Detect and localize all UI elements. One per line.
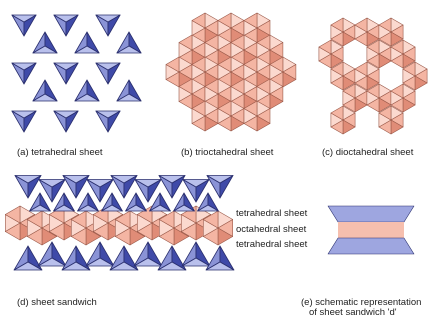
octahedron-facet	[330, 105, 344, 121]
caption-schematic-line2: of sheet sandwich 'd'	[309, 307, 397, 318]
tetrahedron-face	[74, 93, 100, 102]
octahedron-facet	[318, 39, 332, 55]
caption-dioctahedral-sheet: (c) dioctahedral sheet	[322, 147, 414, 158]
octahedron-facet	[378, 105, 392, 121]
octahedron-facet	[217, 12, 232, 29]
tetrahedron-face	[116, 45, 142, 54]
tetrahedron-face	[157, 261, 187, 271]
tetrahedron-face	[53, 110, 79, 119]
octahedron-facet	[203, 210, 219, 229]
tetrahedron-face	[85, 257, 115, 267]
tetrahedron-face	[11, 14, 37, 23]
octahedron-facet	[217, 100, 232, 117]
tetrahedron-face	[61, 261, 91, 271]
octahedron-facet	[217, 56, 232, 73]
caption-schematic-line1: (e) schematic representation	[301, 297, 422, 308]
tetrahedron-face	[53, 62, 79, 71]
octahedron-facet	[204, 34, 219, 51]
tetrahedron-face	[32, 93, 58, 102]
octahedron-facet	[366, 83, 380, 99]
octahedron-facet	[165, 56, 180, 73]
octahedron-facet	[402, 61, 416, 77]
octahedron-facet	[71, 210, 87, 229]
octahedron-facet	[354, 61, 368, 77]
tetrahedron-face	[77, 204, 99, 212]
octahedron-facet	[230, 78, 245, 95]
caption-tetrahedral-sheet: (a) tetrahedral sheet	[17, 147, 103, 158]
octahedron-facet	[191, 56, 206, 73]
tetrahedron-face	[125, 204, 147, 212]
octahedron-facet	[342, 83, 356, 99]
octahedron-facet	[5, 205, 21, 224]
sheet-sandwich-illustration	[5, 175, 235, 271]
caption-trioctahedral-sheet: (b) trioctahedral sheet	[181, 147, 274, 158]
tetrahedron-face	[182, 179, 210, 188]
octahedron-facet	[269, 56, 284, 73]
tetrahedron-face	[11, 62, 37, 71]
octahedron-facet	[115, 210, 131, 229]
schematic-top-tetrahedral-band	[327, 205, 415, 223]
octahedron-facet	[378, 17, 392, 33]
tetrahedron-face	[14, 175, 42, 184]
tetrahedron-face	[53, 204, 75, 212]
octahedron-facet	[204, 78, 219, 95]
tetrahedron-face	[109, 261, 139, 271]
octahedron-facet	[26, 210, 43, 229]
tetrahedron-face	[11, 110, 37, 119]
tetrahedron-face	[74, 45, 100, 54]
tetrahedron-face	[181, 257, 211, 267]
tetrahedron-face	[95, 110, 121, 119]
octahedron-facet	[243, 12, 258, 29]
octahedron-facet	[256, 78, 271, 95]
tetrahedron-face	[134, 179, 162, 188]
octahedron-facet	[178, 34, 193, 51]
tetrahedron-face	[116, 93, 142, 102]
tetrahedron-face	[205, 261, 235, 271]
caption-sheet-sandwich: (d) sheet sandwich	[17, 297, 97, 308]
tetrahedron-face	[95, 62, 121, 71]
octahedron-facet	[330, 17, 344, 33]
octahedron-facet	[191, 12, 206, 29]
tetrahedron-face	[173, 204, 195, 212]
octahedron-facet	[390, 39, 404, 55]
tetrahedron-face	[13, 261, 43, 271]
tetrahedron-face	[197, 204, 219, 212]
label-top-tetrahedral-sheet: tetrahedral sheet	[236, 208, 308, 219]
octahedron-facet	[191, 100, 206, 117]
schematic-octahedral-band	[338, 222, 404, 238]
tetrahedron-face	[29, 204, 51, 212]
octahedron-facet	[243, 100, 258, 117]
tetrahedron-face	[37, 257, 67, 267]
tetrahedron-face	[133, 257, 163, 267]
tetrahedron-face	[101, 204, 123, 212]
tetrahedron-face	[206, 175, 234, 184]
octahedron-facet	[178, 78, 193, 95]
octahedron-facet	[243, 56, 258, 73]
octahedron-facet	[354, 17, 368, 33]
tetrahedral-sheet-illustration	[11, 14, 142, 133]
octahedron-facet	[366, 39, 380, 55]
tetrahedron-face	[86, 179, 114, 188]
tetrahedron-face	[158, 175, 186, 184]
schematic-sandwich-illustration	[327, 205, 415, 255]
dioctahedral-sheet-illustration	[318, 17, 428, 135]
label-octahedral-sheet: octahedral sheet	[236, 224, 307, 235]
octahedron-facet	[159, 210, 175, 229]
tetrahedron-face	[38, 179, 66, 188]
tetrahedron-face	[32, 45, 58, 54]
octahedron-facet	[390, 83, 404, 99]
tetrahedron-face	[62, 175, 90, 184]
schematic-bottom-tetrahedral-band	[327, 237, 415, 255]
tetrahedron-face	[149, 204, 171, 212]
octahedron-facet	[230, 34, 245, 51]
octahedron-facet	[330, 61, 344, 77]
tetrahedron-face	[110, 175, 138, 184]
tetrahedron-face	[53, 14, 79, 23]
tetrahedron-face	[95, 14, 121, 23]
trioctahedral-sheet-illustration	[165, 12, 297, 132]
label-bottom-tetrahedral-sheet: tetrahedral sheet	[236, 239, 308, 250]
octahedron-facet	[256, 34, 271, 51]
